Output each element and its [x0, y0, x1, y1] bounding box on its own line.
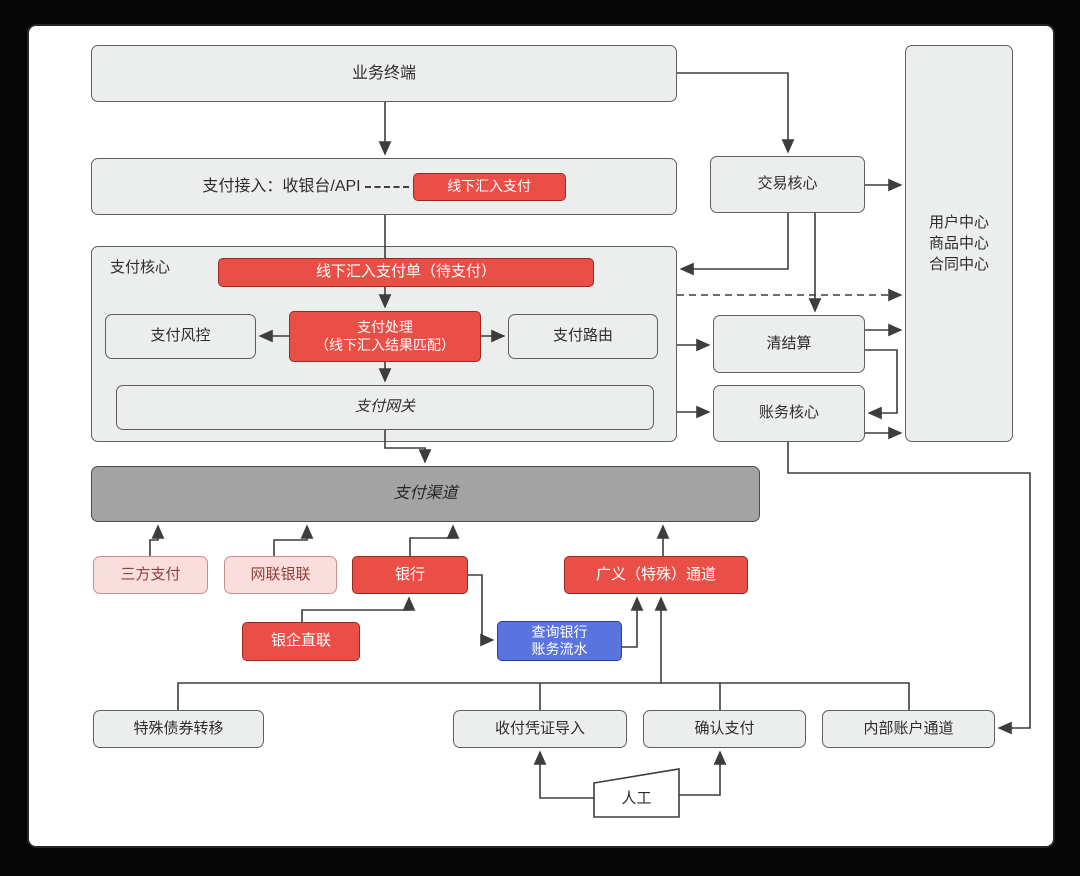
node-pay-risk: 支付风控: [105, 314, 256, 359]
pay-process-line2: （线下汇入结果匹配）: [315, 336, 455, 353]
node-pay-gateway: 支付网关: [116, 385, 654, 430]
pay-access-label: 支付接入：收银台/API: [202, 177, 361, 195]
node-special-debt-transfer: 特殊债券转移: [93, 710, 264, 748]
node-general-special-channel: 广义（特殊）通道: [564, 556, 748, 594]
node-bank-direct-link: 银企直联: [242, 622, 360, 661]
node-confirm-pay: 确认支付: [643, 710, 806, 748]
node-channel-bar: 支付渠道: [91, 466, 760, 522]
node-manual-label: 人工: [621, 790, 652, 807]
node-account-core: 账务核心: [713, 385, 865, 442]
dashed-link-line: [364, 185, 409, 188]
center-stack-line-goods: 商品中心: [928, 235, 989, 252]
node-settlement: 清结算: [713, 315, 865, 373]
node-trade-core: 交易核心: [710, 156, 865, 213]
node-pay-process: 支付处理 （线下汇入结果匹配）: [289, 311, 481, 362]
node-net-union: 网联银联: [224, 556, 337, 594]
node-offline-remit-pay: 线下汇入支付: [412, 172, 566, 201]
query-bank-line2: 账务流水: [531, 641, 588, 657]
node-offline-remit-order: 线下汇入支付单（待支付）: [218, 258, 594, 287]
node-query-bank-flow: 查询银行 账务流水: [497, 621, 622, 661]
query-bank-line1: 查询银行: [531, 623, 588, 640]
node-internal-account-channel: 内部账户通道: [822, 710, 995, 748]
node-business-terminal: 业务终端: [91, 45, 677, 102]
pay-core-title: 支付核心: [110, 259, 171, 276]
node-center-stack: 用户中心 商品中心 合同中心: [905, 45, 1013, 442]
pay-process-line1: 支付处理: [357, 319, 413, 335]
center-stack-line-contract: 合同中心: [928, 256, 989, 273]
node-voucher-import: 收付凭证导入: [453, 710, 627, 748]
node-pay-routing: 支付路由: [508, 314, 658, 359]
node-third-party-pay: 三方支付: [93, 556, 208, 594]
center-stack-line-user: 用户中心: [928, 214, 989, 231]
node-pay-access: 支付接入：收银台/API 线下汇入支付: [91, 158, 677, 215]
node-bank: 银行: [352, 556, 468, 594]
